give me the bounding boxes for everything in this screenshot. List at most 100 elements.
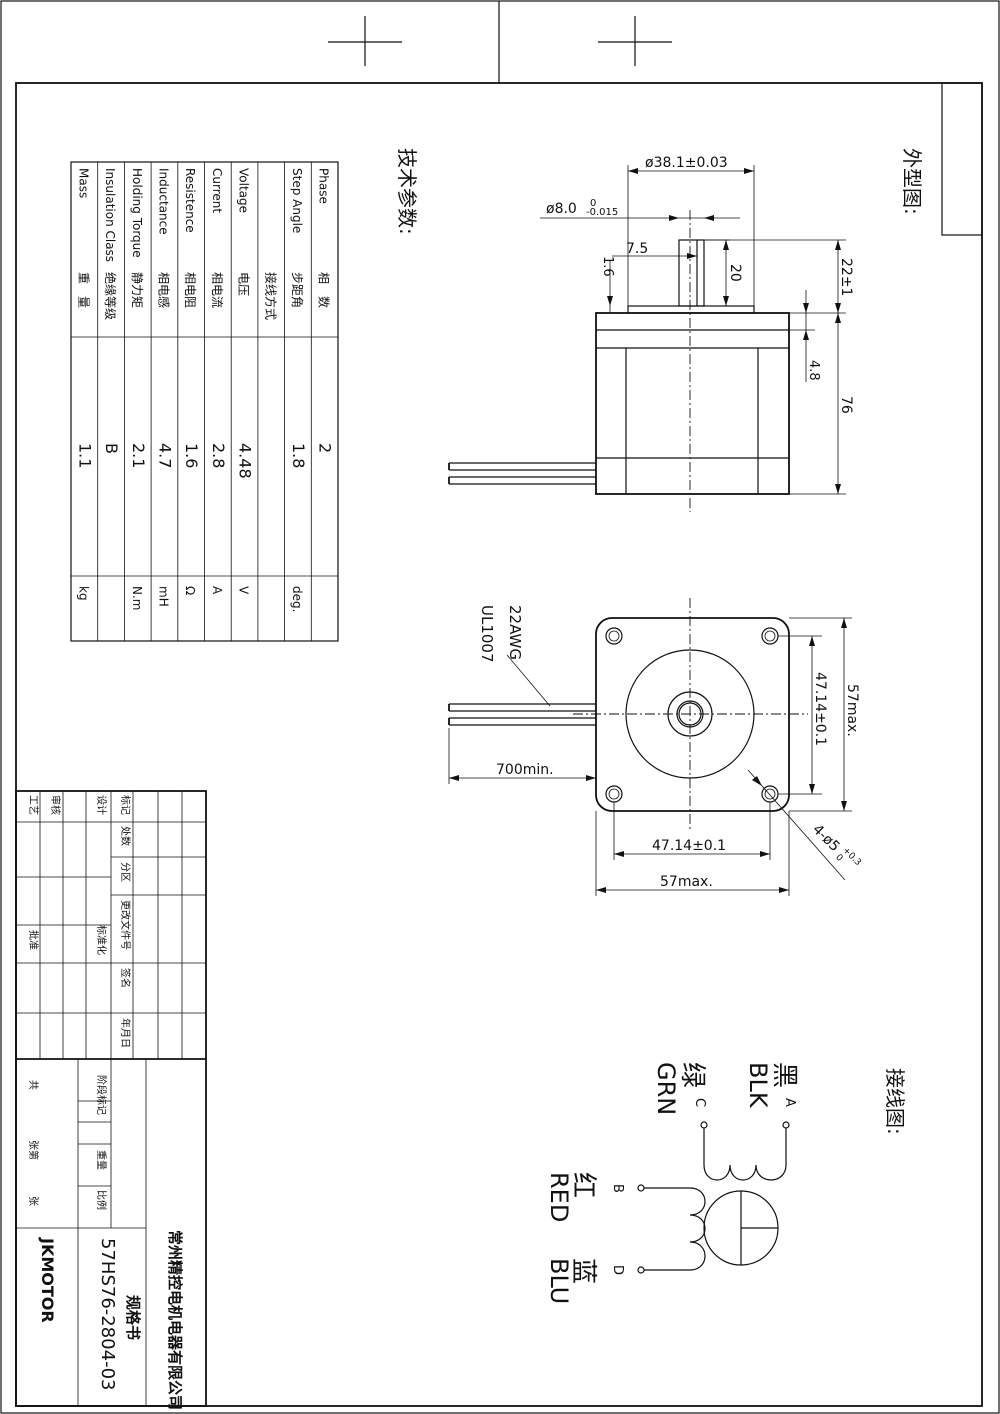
rotor-symbol [703,1190,779,1266]
wire-c-en: GRN [652,1062,680,1115]
spec-label-en: Current [210,168,224,213]
spec-value: 2.1 [129,443,148,468]
spec-label-cn: 重 量 [76,272,90,308]
spec-label-en: Insulation Class [103,168,117,262]
spec-value: 2.8 [209,443,228,468]
boss [627,305,755,314]
motor-front-view: 22AWG UL1007 700min. 47.14±0.1 57max. 47… [448,598,863,896]
spec-unit: kg [76,586,90,601]
winding-bd [644,1187,706,1271]
wire-d-terminal: D [610,1265,625,1275]
company-name: 常州精控电机电器有限公司 [166,1230,184,1410]
mounting-holes [605,627,779,803]
tb-sheet-suffix: 张 [27,1196,39,1206]
tb-weight: 重量 [95,1150,108,1170]
lead-wires-side [448,462,596,485]
register-mark-left [328,16,402,66]
dim-shaft-length: 22±1 [838,258,854,296]
mount-hole-tol-lower: 0 [833,853,844,864]
spec-unit: deg. [290,586,304,612]
tb-header: 分区 [119,862,131,882]
mount-holes: 4-ø5 [809,822,843,856]
wiring-title: 接线图: [883,1068,907,1135]
spec-unit: N.m [130,586,144,610]
pilot-circle [625,649,755,779]
lead-wires-front [448,703,596,726]
tb-role: 工艺 [27,795,39,815]
spec-label: 规格书 [124,1295,142,1340]
spec-label-cn: 相 数 [317,272,332,308]
wire-std: UL1007 [478,605,496,663]
spec-label-en: Step Angle [290,168,304,233]
spec-label-cn: 静力矩 [130,272,144,308]
tb-stage-mark: 阶段标记 [95,1075,108,1115]
spec-label-cn: 绝缘等级 [103,272,118,320]
spec-unit: Ω [183,586,197,595]
dim-body-length: 76 [838,396,854,414]
tb-role: 批准 [27,930,40,950]
spec-unit: mH [156,586,170,607]
tb-sheets-total: 共 [27,1080,39,1090]
motor-body-outline [595,312,790,495]
spec-label-cn: 接线方式 [263,272,278,320]
wire-b-terminal: B [610,1184,625,1193]
tb-header: 年月日 [119,1018,132,1048]
model-number: 57HS76-2804-03 [97,1238,118,1390]
wire-gauge: 22AWG [506,605,524,660]
register-mark-right [598,16,672,66]
dim-shaft-tol-upper: 0 [590,198,596,209]
tb-role: 设计 [95,795,108,815]
spec-label-cn: 步距角 [290,272,304,308]
wire-a-en: BLK [744,1062,772,1109]
brand-name: JKMOTOR [38,1237,57,1323]
spec-value: 4.48 [236,443,255,479]
frame-size-h: 57max. [660,874,713,890]
spec-value: 4.7 [155,443,174,468]
dim-shaft-tol-lower: -0.015 [586,207,618,218]
spec-label-en: Voltage [237,168,251,213]
dim-shaft-dia: ø8.0 [546,201,577,217]
tb-scale: 比例 [95,1190,108,1210]
title-block: 标记处数分区更改文件号签名年月日设计审核工艺标准化批准阶段标记重量比例共张第张 … [15,790,207,1410]
spec-value: 2 [316,443,335,453]
spec-label-en: Holding Torque [130,168,144,258]
spec-label-cn: 电压 [237,272,251,296]
spec-unit: V [237,586,251,595]
spec-label-cn: 相电流 [210,272,224,308]
spec-value: B [102,443,121,454]
spec-label-en: Phase [317,168,331,204]
winding-ac [703,1128,787,1181]
spec-label-en: Inductance [156,168,170,235]
wire-c-cn: 绿 [677,1062,707,1088]
dim-flat-length: 20 [727,264,743,282]
hole-spacing-h: 47.14±0.1 [652,838,726,854]
wire-b-cn: 红 [568,1172,598,1198]
tb-role: 审核 [49,795,62,815]
tb-header: 标记 [119,795,131,815]
spec-label-en: Resistence [183,168,197,233]
wire-d-en: BLU [545,1258,573,1304]
tb-header: 处数 [119,826,132,846]
spec-label-en: Mass [76,168,90,198]
spec-label-cn: 相电感 [156,272,171,308]
shaft [678,239,705,307]
wire-a-terminal: A [782,1098,797,1107]
wire-c-terminal: C [692,1098,707,1107]
frame-size-v: 57max. [844,684,860,737]
tb-header: 更改文件号 [119,900,132,950]
tb-role: 标准化 [95,925,108,955]
wiring-diagram: 黑 BLK A 绿 GRN C 红 RED B 蓝 BLU D [545,1062,799,1304]
outline-title: 外型图: [900,148,924,215]
dim-flange: 4.8 [806,360,821,381]
spec-value: 1.8 [289,443,308,468]
dim-body-dia: ø38.1±0.03 [645,155,728,171]
dim-boss-height: 1.6 [600,256,615,277]
spec-unit: A [210,586,224,595]
spec-table: Phase 相 数 2 Step Angle 步距角 1.8 deg. 接线方式 Voltage… [70,161,339,642]
flange-outline [595,617,790,812]
spec-value: 1.1 [75,443,94,468]
specs-title: 技术参数: [395,148,419,235]
motor-side-view: ø38.1±0.03 ø8.0 0 -0.015 7.5 1.6 20 22±1… [448,155,854,512]
dim-flat: 7.5 [626,241,648,257]
